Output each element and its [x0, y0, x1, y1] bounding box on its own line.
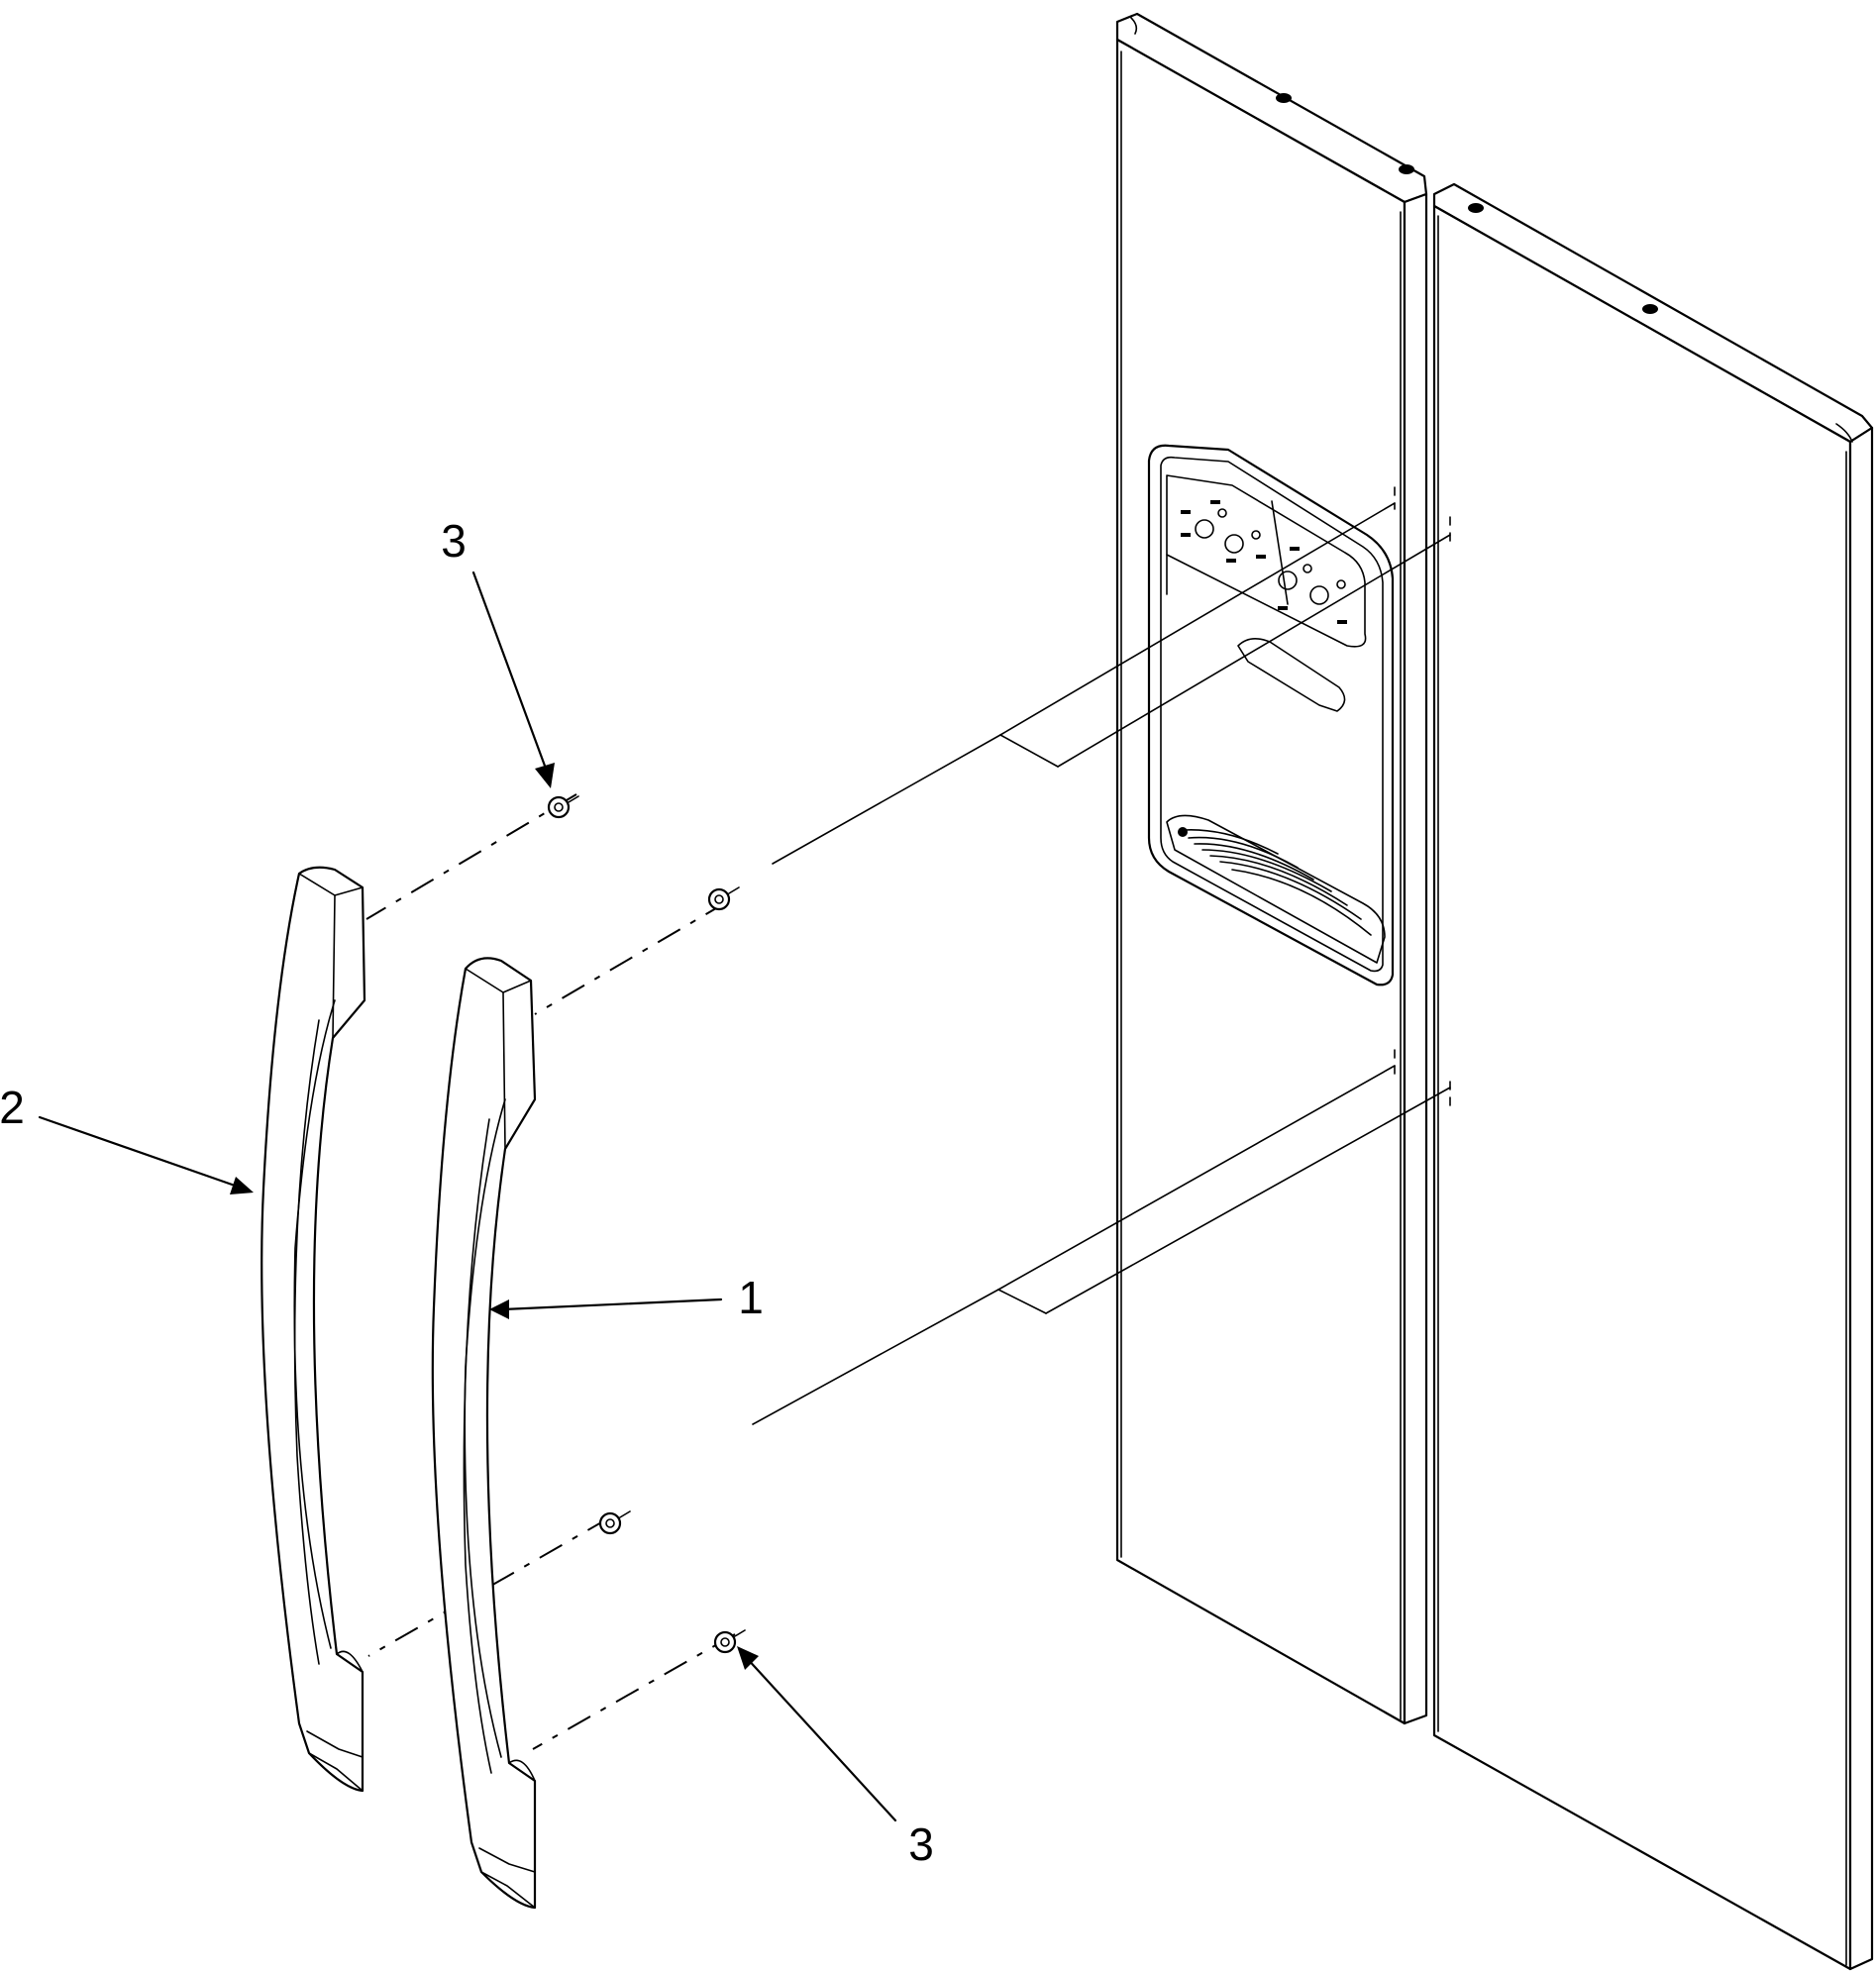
callout-3-bottom: 3: [908, 1818, 934, 1870]
callout-3-top: 3: [441, 515, 467, 567]
alignment-lines: [365, 502, 1451, 1750]
callout-2: 2: [0, 1082, 25, 1133]
refrigerator-handle: [431, 957, 537, 1910]
dispenser-housing: [1147, 444, 1395, 986]
freezer-handle: [261, 866, 366, 1793]
callout-arrows: [38, 571, 897, 1822]
handle-screw-bottom-outer: [713, 1629, 746, 1654]
handle-screw-bottom-inner: [598, 1510, 631, 1535]
handle-screw-top-inner: [707, 886, 740, 911]
callout-1: 1: [738, 1272, 764, 1323]
handle-screw-top-outer: [547, 795, 579, 819]
refrigerator-door: [1432, 182, 1874, 1971]
drip-tray: [1166, 814, 1386, 964]
dispenser-buttons: [1181, 500, 1347, 624]
